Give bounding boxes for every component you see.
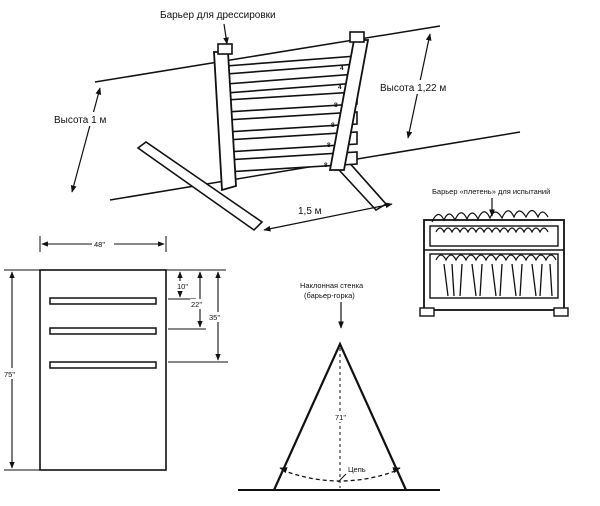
board-mark-2: 4	[338, 84, 342, 91]
a-frame-height-label: 71"	[335, 413, 346, 422]
dim-22-label: 22"	[191, 300, 202, 309]
wattle-hurdle: Барьер «плетень» для испытаний	[419, 187, 569, 317]
wattle-brush	[431, 209, 557, 262]
board-mark-1: 4	[340, 65, 344, 72]
a-frame-chain-label: Цепь	[348, 465, 366, 474]
a-frame-title-1: Наклонная стенка	[300, 281, 364, 290]
board-mark-6: 8	[324, 162, 328, 169]
hurdle-boards	[225, 55, 358, 173]
wall-slat-3	[49, 361, 157, 369]
a-frame-chain	[281, 469, 399, 482]
wattle-hurdle-title: Барьер «плетень» для испытаний	[432, 187, 550, 196]
height-left-label: Высота 1 м	[54, 115, 106, 126]
wall-height-label: 75"	[4, 370, 15, 379]
a-frame-title-2: (барьер-горка)	[304, 291, 355, 300]
wattle-branches	[443, 263, 553, 297]
a-frame-sides	[272, 341, 408, 491]
dim-10-label: 10"	[177, 282, 188, 291]
board-mark-3: 8	[334, 102, 338, 109]
board-wall: 48" 75" 10" 22" 35"	[2, 236, 228, 471]
dim-35-label: 35"	[209, 313, 220, 322]
wall-width-label: 48"	[94, 240, 105, 249]
wall-slat-2	[49, 327, 157, 335]
training-hurdle-title: Барьер для дрессировки	[160, 10, 276, 21]
left-skid	[136, 141, 264, 232]
board-mark-4: 8	[331, 122, 335, 129]
training-hurdle: 4 4 8 8 8 8 Барьер для дрессировки Высот…	[52, 10, 521, 232]
a-frame: Наклонная стенка (барьер-горка) 71" Цепь	[238, 281, 440, 491]
height-right-label: Высота 1,22 м	[380, 83, 446, 94]
board-mark-5: 8	[327, 142, 331, 149]
right-post	[328, 31, 370, 171]
width-label: 1,5 м	[298, 206, 322, 217]
wall-slat-1	[49, 297, 157, 305]
